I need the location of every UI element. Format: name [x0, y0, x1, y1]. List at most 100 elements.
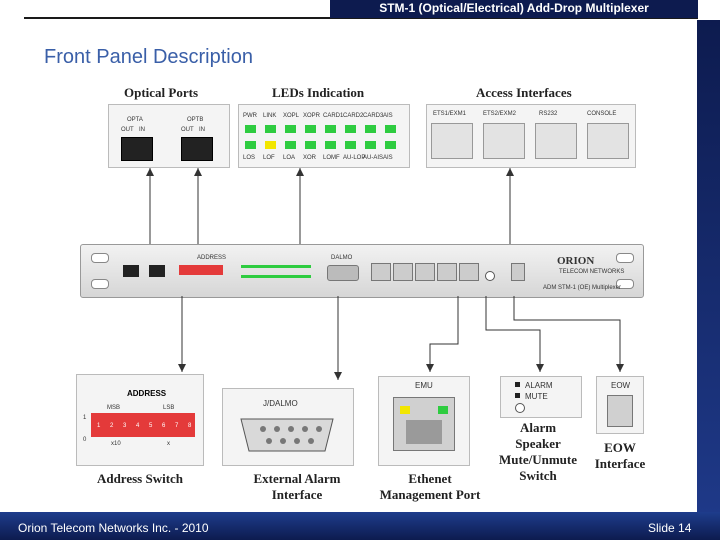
rack-ear-hole — [616, 253, 634, 263]
mute-indicator — [515, 393, 520, 398]
address-one-label: 1 — [83, 415, 87, 421]
led-los — [245, 141, 256, 149]
leds-panel: PWR LINK XOPL XOPR CARD1 CARD2 CARD3 AIS… — [238, 104, 410, 168]
chassis-port — [437, 263, 457, 281]
led-bottom-label-4: LOMF — [323, 155, 340, 161]
chassis-optb-port — [149, 265, 165, 277]
leds-indication-heading: LEDs Indication — [272, 85, 365, 100]
chassis-port — [371, 263, 391, 281]
led-loa — [285, 141, 296, 149]
port-label-ets1: ETS1/EXM1 — [433, 111, 467, 117]
led-top-label-2: XOPL — [283, 113, 300, 119]
top-rule — [24, 17, 698, 19]
chassis-led-dots — [241, 265, 311, 278]
address-position-5: 5 — [149, 423, 153, 429]
led-top-label-4: CARD1 — [323, 113, 344, 119]
address-position-7: 7 — [175, 423, 179, 429]
led-pwr — [245, 125, 256, 133]
address-position-1: 1 — [97, 423, 101, 429]
eow-caption: EOW Interface — [594, 440, 646, 471]
led-lof — [265, 141, 276, 149]
port-label-rs232: RS232 — [539, 111, 558, 117]
address-position-4: 4 — [136, 423, 140, 429]
rj45-ethernet-port — [393, 397, 455, 451]
chassis-emu-port — [459, 263, 479, 281]
chassis-front-panel: ADDRESS DALMO ORION TELECOM NETWORKS ADM… — [80, 244, 644, 298]
address-position-2: 2 — [110, 423, 114, 429]
address-switch-title: ADDRESS — [127, 389, 167, 398]
led-bottom-label-1: LOF — [263, 155, 275, 161]
led-xor — [305, 141, 316, 149]
led-au-ais — [365, 141, 376, 149]
dalmo-label: J/DALMO — [263, 399, 298, 408]
address-x1-label: x — [167, 441, 170, 447]
chassis-brand-sub: TELECOM NETWORKS — [559, 269, 625, 275]
address-dip-switch: 1 2 3 4 5 6 7 8 — [91, 413, 195, 437]
slide-subtitle: Front Panel Description — [44, 46, 253, 68]
external-alarm-caption: External Alarm Interface — [253, 471, 341, 502]
right-accent-strip — [697, 20, 720, 532]
ethernet-led-yellow — [400, 406, 410, 414]
chassis-address-switch — [179, 265, 223, 275]
led-top-label-7: AIS — [383, 113, 393, 119]
rj45-port-rs232 — [535, 123, 577, 159]
optb-label: OPTB — [187, 117, 204, 123]
led-bottom-label-5: AU-LOP — [343, 155, 366, 161]
db15-connector-icon — [240, 418, 334, 452]
led-bottom-label-0: LOS — [243, 155, 256, 161]
address-msb-label: MSB — [107, 405, 121, 411]
chassis-dalmo-connector — [327, 265, 359, 281]
led-top-label-1: LINK — [263, 113, 277, 119]
optical-ports-heading: Optical Ports — [124, 85, 199, 100]
speaker-mute-caption: Alarm Speaker Mute/Unmute Switch — [499, 420, 577, 483]
chassis-address-label: ADDRESS — [197, 255, 227, 261]
alarm-indicator — [515, 382, 520, 387]
rj45-port-ets1 — [431, 123, 473, 159]
address-x10-label: x10 — [111, 441, 121, 447]
led-bottom-label-2: LOA — [283, 155, 296, 161]
optb-out-label: OUT — [181, 127, 194, 133]
mute-label: MUTE — [525, 392, 548, 401]
chassis-brand: ORION — [557, 255, 595, 267]
rack-ear-hole — [616, 279, 634, 289]
chassis-led-block — [239, 261, 319, 283]
led-card3 — [365, 125, 376, 133]
chassis-mute-button — [485, 271, 495, 281]
chassis-port — [393, 263, 413, 281]
optical-ports-panel: OPTA OPTB OUT IN OUT IN — [108, 104, 230, 168]
footer-company: Orion Telecom Networks Inc. - 2010 — [18, 521, 209, 535]
led-ais-2 — [385, 141, 396, 149]
rj45-socket — [406, 420, 442, 444]
opta-label: OPTA — [127, 117, 143, 123]
port-label-ets2: ETS2/EXM2 — [483, 111, 517, 117]
led-ais — [385, 125, 396, 133]
led-bottom-label-6: AU-AIS — [363, 155, 384, 161]
ethernet-caption: Ethenet Management Port — [379, 471, 481, 502]
rj45-port-console — [587, 123, 629, 159]
rack-ear-hole — [91, 279, 109, 289]
access-interfaces-heading: Access Interfaces — [476, 85, 572, 100]
chassis-port — [415, 263, 435, 281]
alarm-label: ALARM — [525, 381, 553, 390]
port-label-console: CONSOLE — [587, 111, 617, 117]
led-link — [265, 125, 276, 133]
footer-bar — [0, 512, 720, 540]
address-switch-caption: Address Switch — [96, 471, 184, 486]
address-position-8: 8 — [188, 423, 192, 429]
opta-connector — [121, 137, 153, 161]
ethernet-led-green — [438, 406, 448, 414]
led-xopl — [285, 125, 296, 133]
rj45-port-ets2 — [483, 123, 525, 159]
led-card2 — [345, 125, 356, 133]
opta-out-label: OUT — [121, 127, 134, 133]
rack-ear-hole — [91, 253, 109, 263]
eow-panel: EOW — [596, 376, 644, 434]
ethernet-port-panel: EMU — [378, 376, 470, 466]
access-interfaces-panel: ETS1/EXM1 ETS2/EXM2 RS232 CONSOLE — [426, 104, 636, 168]
chassis-eow-port — [511, 263, 525, 281]
address-switch-panel: ADDRESS MSB LSB 1 0 1 2 3 4 5 6 7 8 x10 … — [76, 374, 204, 466]
led-top-label-5: CARD2 — [343, 113, 364, 119]
opta-in-label: IN — [139, 127, 145, 133]
emu-label: EMU — [415, 381, 433, 390]
led-bottom-label-3: XOR — [303, 155, 317, 161]
